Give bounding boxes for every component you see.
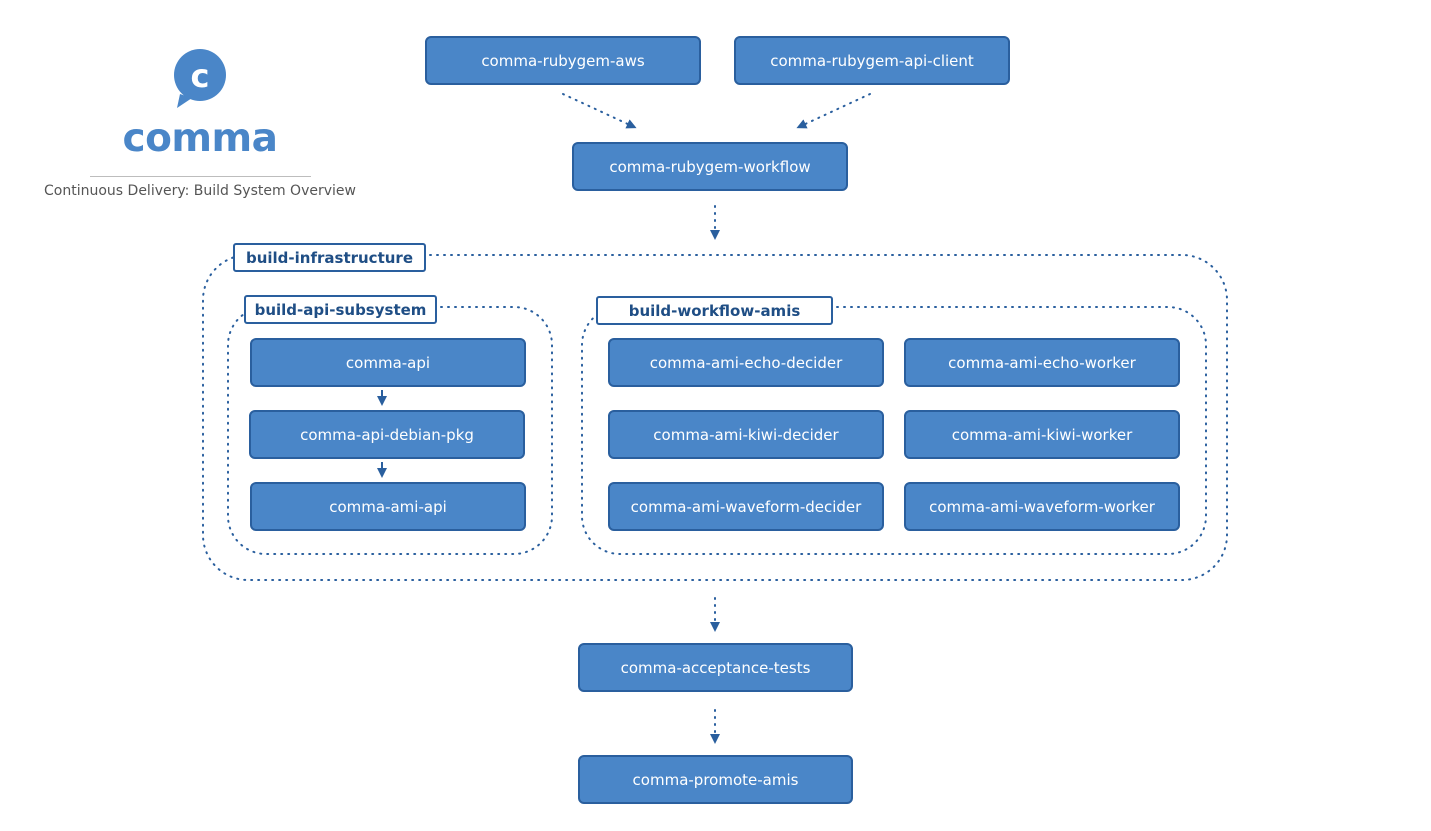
build-api-subsystem-container: [227, 306, 553, 555]
build-workflow-amis-container: [581, 306, 1207, 555]
node-comma-ami-waveform-decider[interactable]: comma-ami-waveform-decider: [608, 482, 884, 531]
node-comma-ami-kiwi-worker[interactable]: comma-ami-kiwi-worker: [904, 410, 1180, 459]
logo-wordmark: comma: [122, 116, 278, 161]
edge-rubygem-api-client-to-workflow: [796, 93, 871, 129]
node-comma-api-debian-pkg[interactable]: comma-api-debian-pkg: [249, 410, 525, 459]
group-label-build-infrastructure: build-infrastructure: [233, 243, 426, 272]
logo-glyph: c: [191, 57, 210, 95]
logo-divider: [90, 176, 311, 177]
comma-speech-bubble-icon: c: [174, 49, 226, 108]
group-label-build-workflow-amis: build-workflow-amis: [596, 296, 833, 325]
group-label-build-api-subsystem: build-api-subsystem: [244, 295, 437, 324]
node-comma-acceptance-tests[interactable]: comma-acceptance-tests: [578, 643, 853, 692]
node-comma-promote-amis[interactable]: comma-promote-amis: [578, 755, 853, 804]
node-comma-ami-waveform-worker[interactable]: comma-ami-waveform-worker: [904, 482, 1180, 531]
node-comma-rubygem-workflow[interactable]: comma-rubygem-workflow: [572, 142, 848, 191]
node-comma-api[interactable]: comma-api: [250, 338, 526, 387]
node-comma-rubygem-aws[interactable]: comma-rubygem-aws: [425, 36, 701, 85]
node-comma-ami-echo-worker[interactable]: comma-ami-echo-worker: [904, 338, 1180, 387]
node-comma-ami-api[interactable]: comma-ami-api: [250, 482, 526, 531]
edge-rubygem-aws-to-workflow: [562, 93, 637, 129]
build-infrastructure-container: [202, 254, 1228, 581]
page-subtitle: Continuous Delivery: Build System Overvi…: [44, 183, 356, 199]
node-comma-ami-kiwi-decider[interactable]: comma-ami-kiwi-decider: [608, 410, 884, 459]
node-comma-ami-echo-decider[interactable]: comma-ami-echo-decider: [608, 338, 884, 387]
node-comma-rubygem-api-client[interactable]: comma-rubygem-api-client: [734, 36, 1010, 85]
